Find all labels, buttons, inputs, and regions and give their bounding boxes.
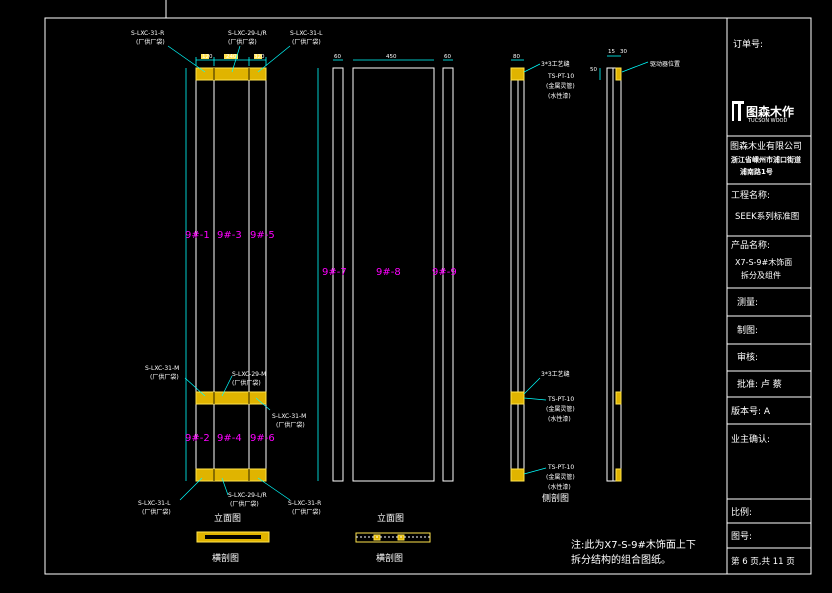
callout-mid-right-note: (厂供厂袋) [276, 421, 305, 429]
part-label-9-3: 9#-3 [217, 230, 242, 241]
side-callout-slot-mid: 3*3工艺缝 [541, 370, 570, 378]
address-line-1: 浙江省嵊州市浦口街道 [731, 155, 801, 164]
callout-top-right: S-LXC-31-L [290, 30, 323, 37]
callout-mid-left-note: (厂供厂袋) [150, 373, 179, 381]
section-sketch-1 [196, 531, 270, 543]
logo-text: 图森木作 [746, 104, 794, 119]
callout-bot-right-note: (厂供厂袋) [292, 508, 321, 516]
dim-lines-profile [599, 55, 649, 80]
tucson-logo-icon [732, 101, 744, 121]
drawing-frame [44, 0, 812, 575]
side-callout-ts-top: TS-PT-10 [547, 73, 574, 80]
reviewer-label: 审核: [737, 351, 758, 363]
side-callout-metal-mid: (金属灵管) [546, 405, 575, 413]
part-label-9-9: 9#-9 [432, 267, 457, 278]
dim-450: 450 [386, 54, 397, 60]
company-name: 图森木业有限公司 [730, 140, 802, 152]
view-title-section-1: 横剖图 [212, 552, 239, 564]
side-callout-slot-top: 3*3工艺缝 [541, 60, 570, 68]
address-line-2: 浦南路1号 [740, 167, 773, 176]
part-label-9-7: 9#-7 [322, 267, 347, 278]
dim-320: 320 [254, 54, 265, 60]
logo-subtext: TUCSON WOOD [747, 118, 787, 124]
order-no-label: 订单号: [733, 38, 763, 50]
callout-leaders-mid [184, 375, 271, 411]
product-value-2: 拆分及组件 [741, 270, 781, 280]
dimension-lines-view2 [317, 59, 453, 481]
callout-top-mid-note: (厂供厂袋) [228, 38, 257, 46]
callout-track: 驱动器位置 [650, 60, 680, 68]
side-profile-view: 15 30 50 驱动器位置 [590, 49, 680, 482]
dim-15: 15 [608, 49, 615, 55]
callout-top-left: S-LXC-31-R [131, 30, 164, 37]
elevation-view-1: 120 240 320 9#-1 9#-3 9#-5 9#-2 9#-4 9#-… [131, 30, 323, 564]
connector-strips-view1 [195, 67, 267, 482]
side-callout-metal-top: (金属灵管) [546, 82, 575, 90]
callout-leaders-bottom [179, 477, 291, 501]
callout-mid-left: S-LXC-31-M [145, 365, 179, 372]
view-title-elevation-2: 立面图 [377, 512, 404, 524]
product-value-1: X7-S-9#木饰面 [735, 257, 792, 267]
part-label-9-2: 9#-2 [185, 433, 210, 444]
callout-top-mid: S-LXC-29-L/R [228, 30, 267, 37]
drafter-label: 制图: [737, 324, 758, 336]
side-section-view: 80 3*3工艺缝 TS-PT-10 (金属灵管) (水性漆) 3*3工艺缝 T… [510, 54, 575, 504]
dimension-lines-view1 [185, 57, 267, 481]
product-label: 产品名称: [731, 239, 770, 251]
project-label: 工程名称: [731, 189, 770, 201]
owner-confirm-label: 业主确认: [731, 433, 770, 445]
callout-bot-mid: S-LXC-29-L/R [228, 492, 267, 499]
dim-240: 240 [226, 54, 237, 60]
callout-top-right-note: (厂供厂袋) [292, 38, 321, 46]
page-label: 第 6 页,共 11 页 [731, 556, 795, 567]
part-label-9-1: 9#-1 [185, 230, 210, 241]
callout-bot-right: S-LXC-31-R [288, 500, 321, 507]
project-value: SEEK系列标准图 [735, 211, 799, 222]
callout-bot-left: S-LXC-31-L [138, 500, 171, 507]
side-callout-water-bot: (水性漆) [548, 483, 571, 491]
view-title-section-2: 横剖图 [376, 552, 403, 564]
elevation-view-2: 60 450 60 9#-7 9#-8 9#-9 立面图 横剖图 [317, 54, 457, 564]
callout-leaders-top [167, 45, 291, 73]
side-callout-water-top: (水性漆) [548, 92, 571, 100]
part-label-9-4: 9#-4 [217, 433, 242, 444]
dim-60-left: 60 [334, 54, 341, 60]
part-label-9-5: 9#-5 [250, 230, 275, 241]
callout-top-left-note: (厂供厂袋) [136, 38, 165, 46]
callout-bot-left-note: (厂供厂袋) [142, 508, 171, 516]
drawing-no-label: 图号: [731, 531, 752, 542]
part-label-9-8: 9#-8 [376, 267, 401, 278]
side-callout-metal-bot: (金属灵管) [546, 473, 575, 481]
survey-label: 测量: [737, 297, 758, 308]
callout-mid-center: S-LXC-29-M [232, 371, 266, 378]
approver-label: 批准: 卢 蔡 [737, 378, 782, 390]
dim-80: 80 [513, 54, 520, 60]
dim-60-right: 60 [444, 54, 451, 60]
side-section-blocks [510, 67, 525, 482]
side-callout-water-mid: (水性漆) [548, 415, 571, 423]
callout-mid-right: S-LXC-31-M [272, 413, 306, 420]
part-label-9-6: 9#-6 [250, 433, 275, 444]
side-callout-ts-mid: TS-PT-10 [547, 396, 574, 403]
scale-label: 比例: [731, 506, 752, 518]
dim-30: 30 [620, 49, 627, 55]
view-title-side-section: 侧剖图 [542, 492, 569, 504]
version-label: 版本号: A [731, 405, 771, 417]
view-title-elevation-1: 立面图 [214, 512, 241, 524]
dim-50: 50 [590, 67, 597, 73]
callout-mid-center-note: (厂供厂袋) [232, 379, 261, 387]
side-callout-ts-bot: TS-PT-10 [547, 464, 574, 471]
callout-bot-mid-note: (厂供厂袋) [230, 500, 259, 508]
title-block: 订单号: 图森木作 TUCSON WOOD 图森木业有限公司 浙江省嵊州市浦口街… [726, 18, 811, 574]
side-leaders [523, 63, 547, 475]
note-line-1: 注:此为X7-S-9#木饰面上下 [571, 538, 696, 551]
side-profile-blocks [615, 67, 622, 482]
dim-120: 120 [202, 54, 213, 60]
note-line-2: 拆分结构的组合图纸。 [571, 553, 671, 566]
section-sketch-2 [355, 532, 431, 543]
